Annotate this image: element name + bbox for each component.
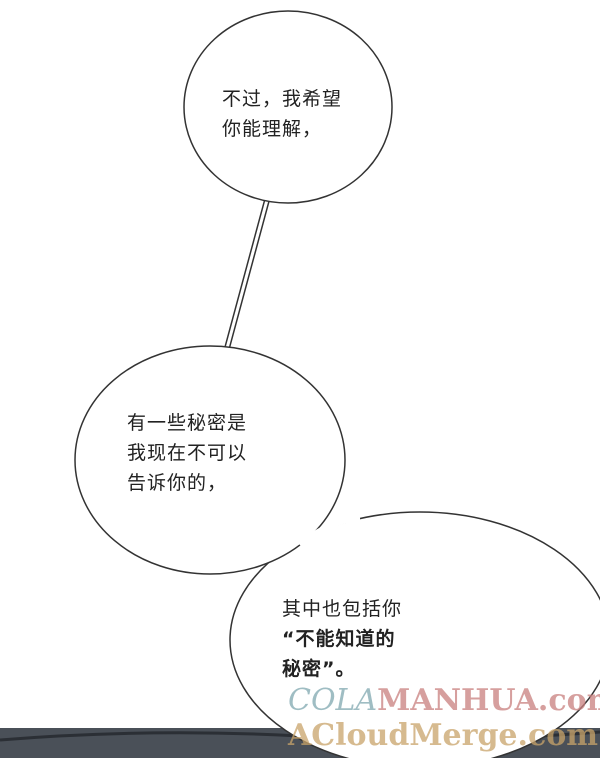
watermark-acloudmerge: ACloudMerge.com xyxy=(288,718,598,753)
text-line: “不能知道的 xyxy=(282,628,396,650)
text-line: 秘密”。 xyxy=(282,658,356,680)
text-line: 不过，我希望 xyxy=(222,88,343,110)
text-line: 其中也包括你 xyxy=(282,598,403,620)
bubble-3-text: 其中也包括你 “不能知道的 秘密”。 xyxy=(282,594,402,684)
bubble-3 xyxy=(229,511,600,758)
text-line: 你能理解， xyxy=(222,118,323,140)
bubble-2-text: 有一些秘密是 我现在不可以 告诉你的， xyxy=(127,408,247,498)
bubble-1 xyxy=(183,10,393,204)
bubble-2 xyxy=(74,345,346,575)
text-line: 我现在不可以 xyxy=(127,442,248,464)
watermark-colamanhua: COLAMANHUA.com xyxy=(288,683,600,718)
bubble-1-text: 不过，我希望 你能理解， xyxy=(222,84,342,144)
text-line: 告诉你的， xyxy=(127,472,228,494)
text-line: 有一些秘密是 xyxy=(127,412,248,434)
